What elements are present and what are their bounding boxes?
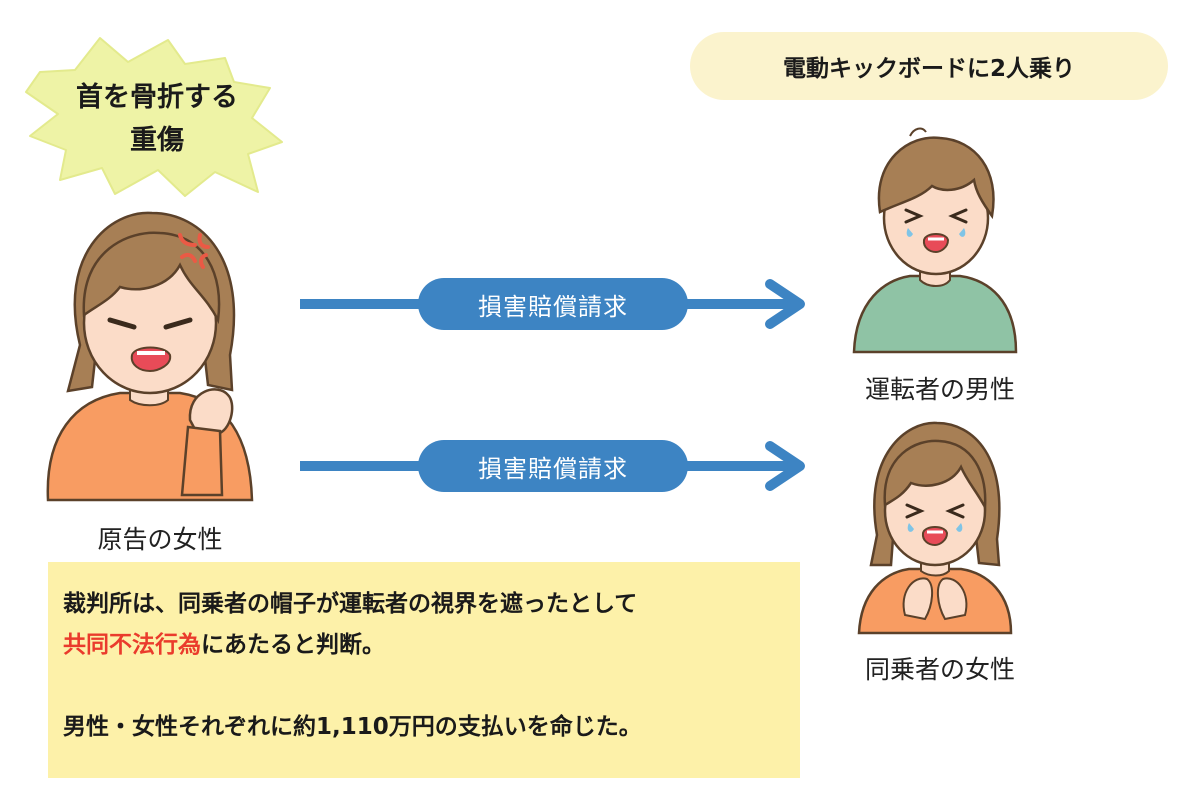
plaintiff-label: 原告の女性 [97,525,223,554]
passenger-woman-illustration [857,421,1013,635]
scenario-caption: 電動キックボードに2人乗り [690,32,1168,100]
verdict-spacer [63,666,793,707]
injury-burst-line1: 首を骨折する [76,82,238,113]
verdict-line-1: 裁判所は、同乗者の帽子が運転者の視界を遮ったとして [63,591,638,617]
injury-burst [25,37,283,197]
injury-burst-text: 首を骨折する 重傷 [52,76,262,162]
verdict-note: 裁判所は、同乗者の帽子が運転者の視界を遮ったとして 共同不法行為にあたると判断。… [63,584,793,748]
verdict-line-2: 共同不法行為にあたると判断。 [63,625,793,666]
driver-label: 運転者の男性 [864,375,1015,404]
plaintiff-woman-illustration [46,211,254,502]
verdict-note-background [48,562,800,778]
driver-man-illustration [852,127,1018,354]
verdict-line-3: 男性・女性それぞれに約1,110万円の支払いを命じた。 [63,714,642,740]
claim-badge-2: 損害賠償請求 [418,440,688,492]
claim-badge-1: 損害賠償請求 [418,278,688,330]
injury-burst-line2: 重傷 [130,125,184,156]
claim-badge-2-text: 損害賠償請求 [478,454,628,483]
claim-badge-1-text: 損害賠償請求 [478,292,628,321]
verdict-line-2-rest: にあたると判断。 [201,632,385,658]
burst-shape [25,37,283,197]
verdict-highlight: 共同不法行為 [63,632,201,658]
passenger-label: 同乗者の女性 [864,655,1015,684]
scenario-caption-text: 電動キックボードに2人乗り [782,56,1075,82]
